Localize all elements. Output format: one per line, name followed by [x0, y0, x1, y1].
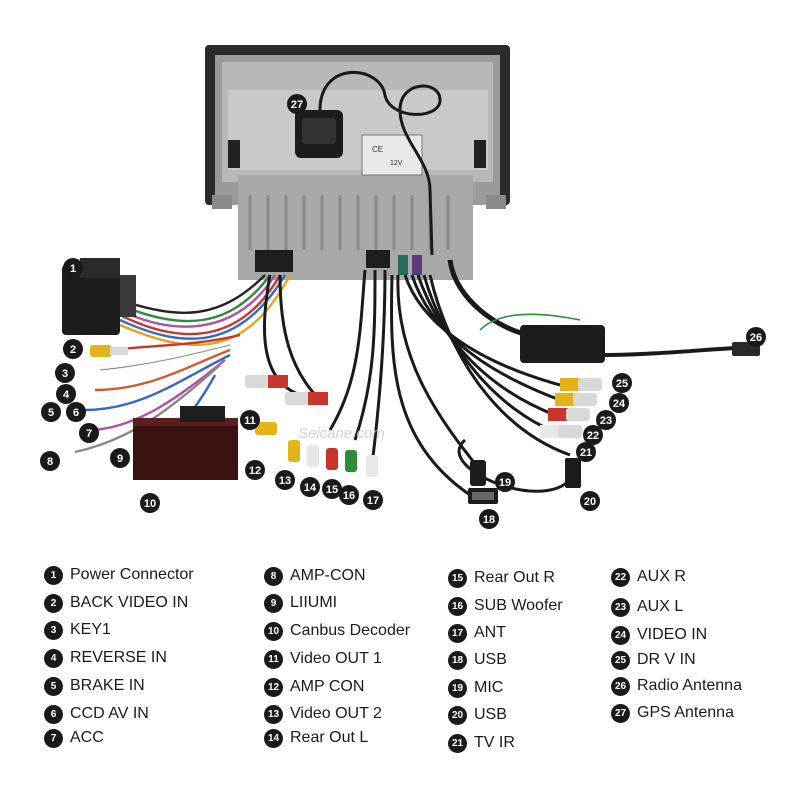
svg-text:24: 24 [613, 398, 626, 410]
svg-text:25: 25 [616, 378, 628, 390]
callout-13: 13 [275, 470, 295, 490]
head-unit: CE 12V [205, 45, 510, 280]
callout-3: 3 [55, 363, 75, 383]
callout-5: 5 [41, 402, 61, 422]
callout-6: 6 [66, 402, 86, 422]
svg-text:5: 5 [48, 407, 54, 419]
device-label-ce: CE [372, 145, 383, 154]
svg-text:17: 17 [367, 495, 379, 507]
callout-17: 17 [363, 490, 383, 510]
svg-text:12: 12 [249, 465, 261, 477]
svg-text:26: 26 [750, 332, 762, 344]
callout-27: 27 [287, 94, 307, 114]
svg-text:6: 6 [73, 407, 79, 419]
aux-rca-plugs [540, 378, 602, 438]
callout-24: 24 [609, 393, 629, 413]
back-video-in-rca [90, 345, 128, 357]
svg-text:9: 9 [117, 453, 123, 465]
callout-12: 12 [245, 460, 265, 480]
svg-text:11: 11 [244, 415, 256, 427]
svg-text:21: 21 [580, 447, 592, 459]
svg-text:22: 22 [587, 430, 599, 442]
callout-7: 7 [79, 423, 99, 443]
svg-text:3: 3 [62, 368, 68, 380]
svg-text:8: 8 [47, 456, 53, 468]
callout-4: 4 [56, 384, 76, 404]
svg-text:16: 16 [343, 490, 355, 502]
svg-text:14: 14 [304, 482, 317, 494]
callout-1: 1 [63, 258, 83, 278]
callout-23: 23 [596, 410, 616, 430]
callout-10: 10 [140, 493, 160, 513]
power-connector [62, 258, 136, 335]
svg-text:19: 19 [499, 477, 511, 489]
svg-text:7: 7 [86, 428, 92, 440]
svg-text:13: 13 [279, 475, 291, 487]
gps-antenna [295, 71, 442, 256]
callout-22: 22 [583, 425, 603, 445]
rca-plugs [245, 375, 378, 477]
svg-text:2: 2 [70, 344, 76, 356]
callout-2: 2 [63, 339, 83, 359]
callout-15: 15 [322, 479, 342, 499]
svg-text:23: 23 [600, 415, 612, 427]
device-label-12v: 12V [390, 160, 403, 167]
svg-text:4: 4 [63, 389, 70, 401]
callout-21: 21 [576, 442, 596, 462]
usb-mic-plugs [468, 458, 581, 504]
svg-text:1: 1 [70, 263, 76, 275]
watermark: Seicane.com [298, 425, 385, 442]
callout-20: 20 [580, 491, 600, 511]
callout-11: 11 [240, 410, 260, 430]
callout-19: 19 [495, 472, 515, 492]
callout-8: 8 [40, 451, 60, 471]
callout-18: 18 [479, 509, 499, 529]
wiring-diagram: CE 12V [40, 45, 766, 529]
canbus-decoder [133, 406, 238, 480]
svg-text:27: 27 [291, 99, 303, 111]
callout-9: 9 [110, 448, 130, 468]
rca-cables-left [262, 269, 387, 466]
radio-antenna-cable [520, 325, 760, 363]
rca-cables-right [390, 259, 736, 497]
svg-text:15: 15 [326, 484, 338, 496]
callout-25: 25 [612, 373, 632, 393]
svg-text:20: 20 [584, 496, 596, 508]
wire-bundle [74, 274, 292, 457]
svg-text:18: 18 [483, 514, 495, 526]
callouts: 1 2 3 4 5 6 7 8 9 10 11 12 13 14 15 16 1… [40, 94, 766, 529]
callout-26: 26 [746, 327, 766, 347]
callout-14: 14 [300, 477, 320, 497]
svg-text:10: 10 [144, 498, 156, 510]
callout-16: 16 [339, 485, 359, 505]
